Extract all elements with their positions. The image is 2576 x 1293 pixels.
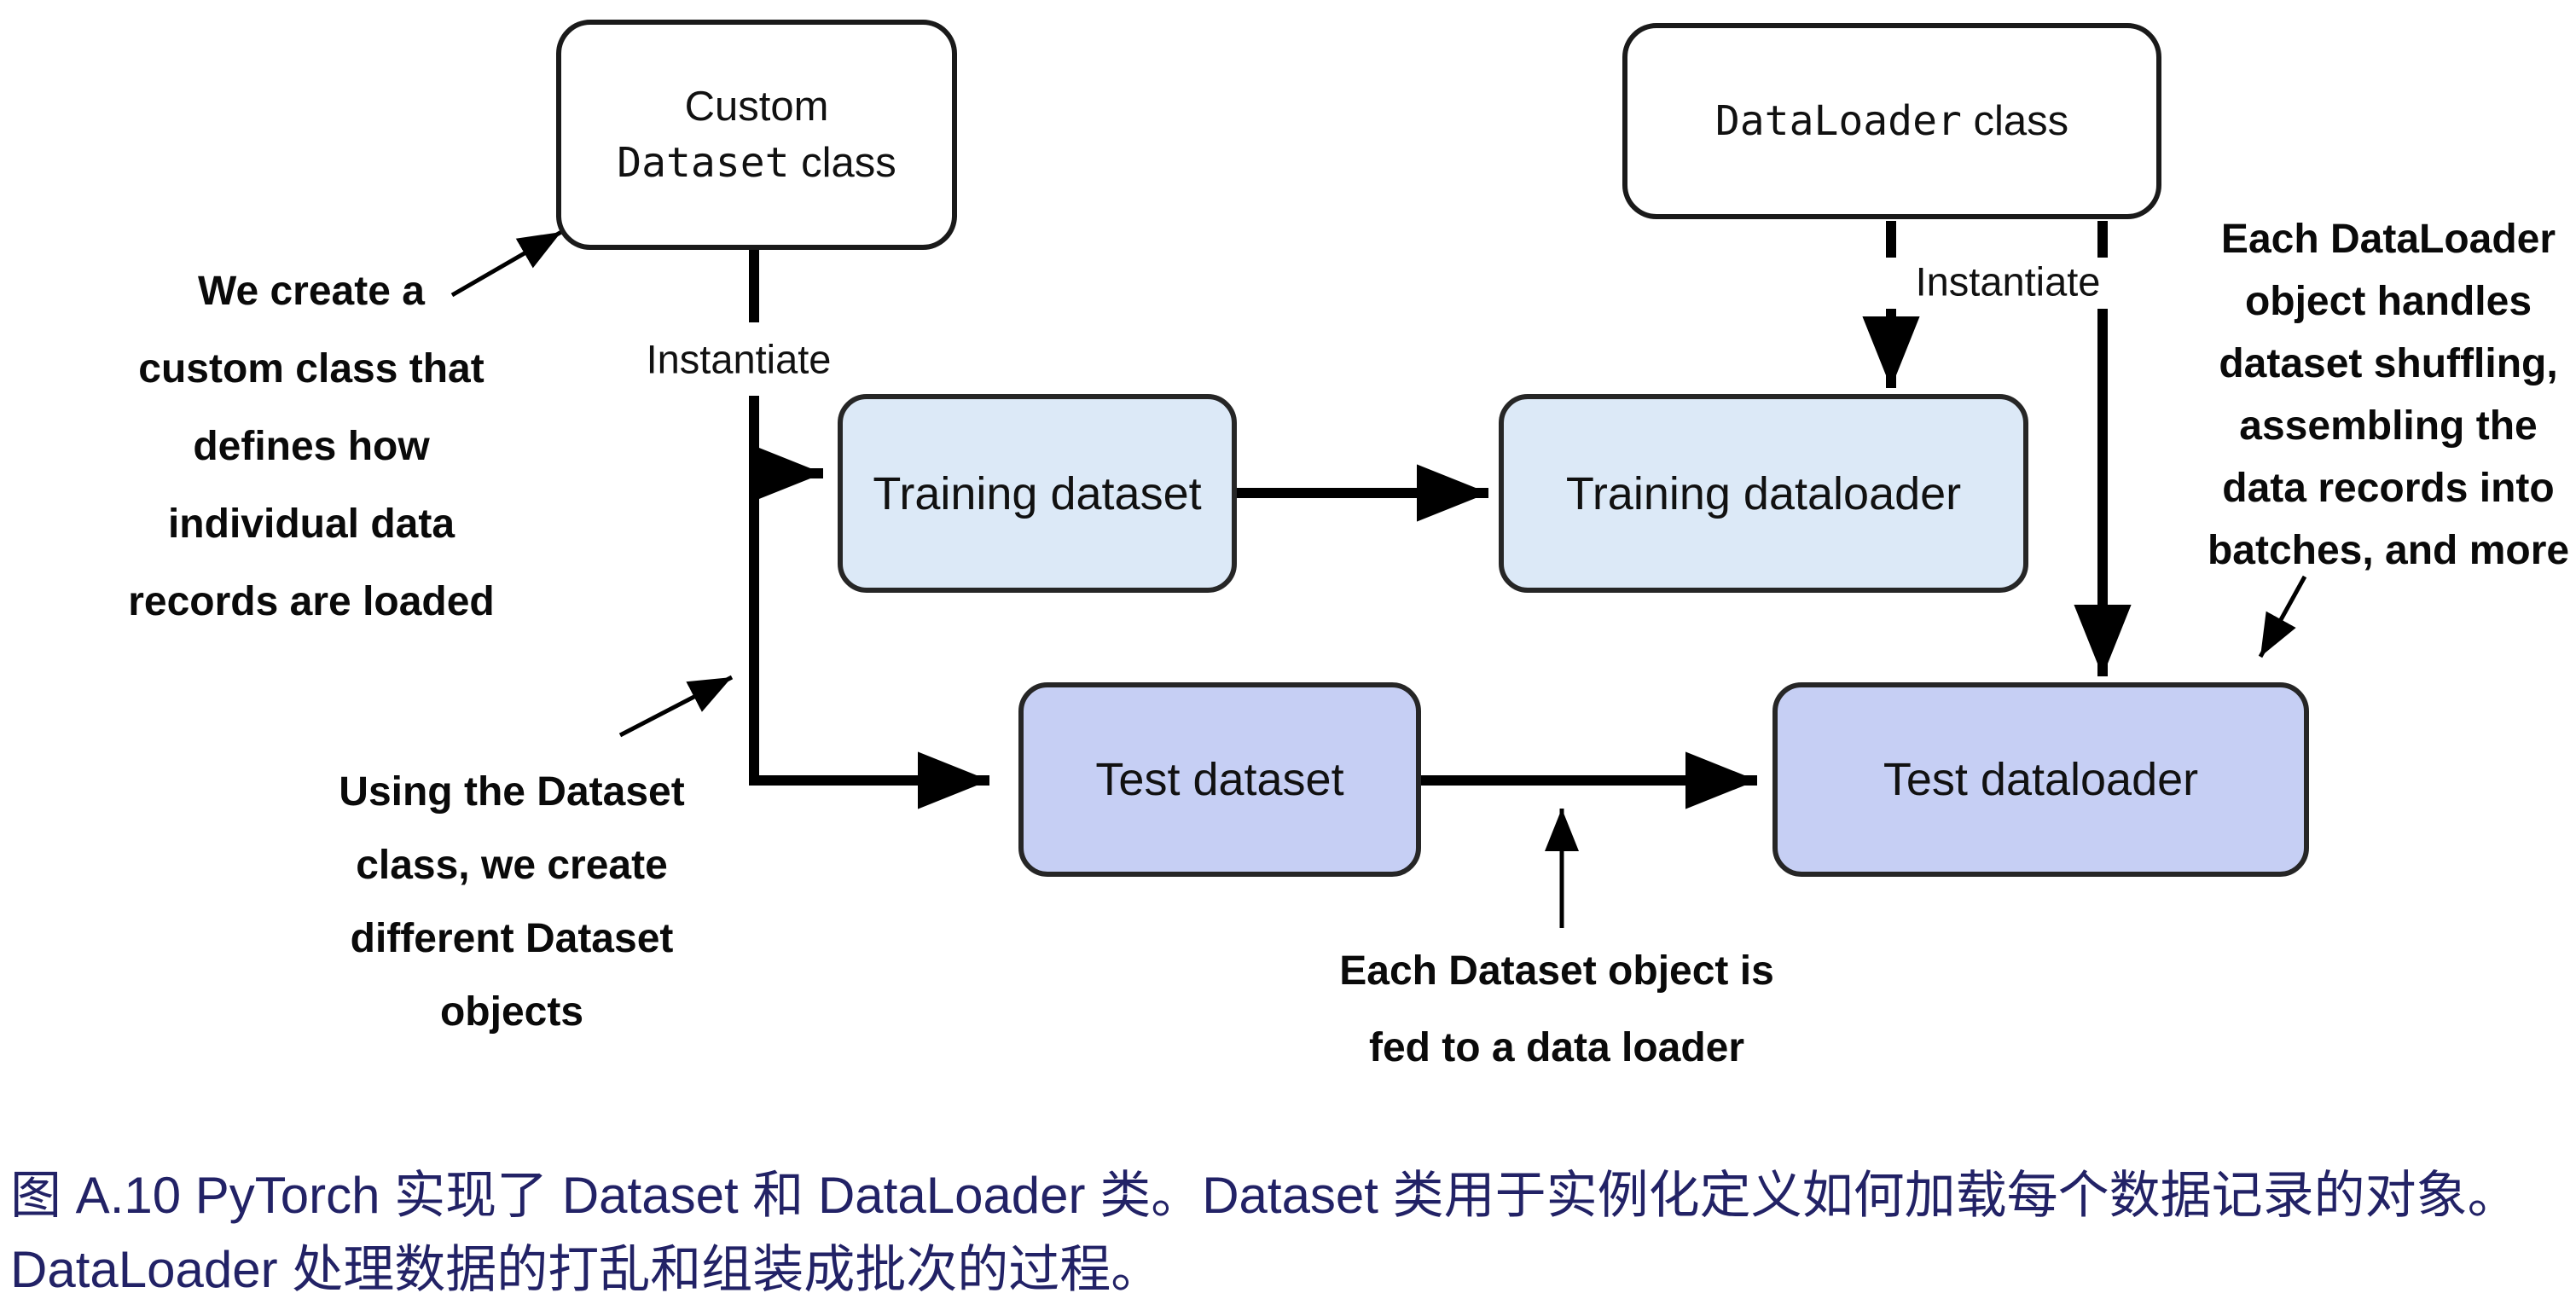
note-left-pointer-arrow bbox=[450, 229, 563, 298]
dataloader-class-suffix: class bbox=[1961, 98, 2069, 144]
dataset-class-suffix: class bbox=[789, 140, 896, 186]
note-line: batches, and more bbox=[2207, 528, 2570, 573]
note-bottom-left-pointer-arrow bbox=[618, 675, 734, 738]
note-dataloader-handles: Each DataLoader object handles dataset s… bbox=[2201, 208, 2576, 582]
note-line: data records into bbox=[2222, 466, 2555, 511]
note-line: class, we create bbox=[356, 843, 668, 888]
test-dataloader-box: Test dataloader bbox=[1772, 682, 2309, 877]
note-line: objects bbox=[439, 989, 584, 1035]
custom-dataset-class-line2: Dataset class bbox=[617, 135, 896, 191]
instantiate-label-right: Instantiate bbox=[1910, 258, 2106, 305]
note-using-dataset-class: Using the Dataset class, we create diffe… bbox=[333, 756, 691, 1049]
note-line: Each Dataset object is bbox=[1339, 948, 1774, 994]
note-line: records are loaded bbox=[128, 579, 495, 624]
note-line: different Dataset bbox=[350, 916, 674, 961]
figure-caption: 图 A.10 PyTorch 实现了 Dataset 和 DataLoader … bbox=[10, 1158, 2519, 1293]
note-line: assembling the bbox=[2239, 403, 2538, 449]
note-line: fed to a data loader bbox=[1368, 1025, 1745, 1070]
note-line: defines how bbox=[193, 424, 430, 469]
dataloader-class-label: DataLoader class bbox=[1715, 93, 2068, 149]
trunk-to-test-dataset-arrow bbox=[749, 396, 989, 809]
caption-line-2: DataLoader 处理数据的打乱和组装成批次的过程。 bbox=[10, 1241, 1163, 1293]
test-dataset-box: Test dataset bbox=[1018, 682, 1421, 877]
test-dataset-label: Test dataset bbox=[1095, 754, 1344, 805]
note-line: Using the Dataset bbox=[339, 769, 685, 815]
training-dataloader-box: Training dataloader bbox=[1499, 394, 2028, 593]
dataset-code-text: Dataset bbox=[617, 139, 790, 187]
dataloader-code-text: DataLoader bbox=[1714, 97, 1962, 145]
note-line: dataset shuffling, bbox=[2219, 341, 2558, 386]
note-dataset-fed-to-loader: Each Dataset object is fed to a data loa… bbox=[1339, 933, 1774, 1087]
instantiate-label-left: Instantiate bbox=[641, 335, 837, 383]
note-line: custom class that bbox=[138, 346, 484, 391]
custom-dataset-class-box: Custom Dataset class bbox=[556, 20, 957, 250]
note-create-custom-class: We create a custom class that defines ho… bbox=[119, 252, 503, 641]
note-line: object handles bbox=[2244, 279, 2532, 324]
test-dataloader-label: Test dataloader bbox=[1883, 754, 2199, 805]
caption-line-1: 图 A.10 PyTorch 实现了 Dataset 和 DataLoader … bbox=[10, 1167, 2519, 1224]
note-right-pointer-arrow bbox=[2258, 575, 2307, 658]
training-dataset-box: Training dataset bbox=[838, 394, 1237, 593]
training-dataloader-label: Training dataloader bbox=[1565, 467, 1962, 519]
note-line: Each DataLoader bbox=[2220, 217, 2556, 262]
note-line: We create a bbox=[198, 269, 425, 314]
dataloader-class-box: DataLoader class bbox=[1622, 23, 2161, 219]
custom-dataset-class-line1: Custom bbox=[684, 84, 829, 130]
training-dataset-label: Training dataset bbox=[873, 467, 1202, 519]
note-line: individual data bbox=[167, 502, 455, 547]
